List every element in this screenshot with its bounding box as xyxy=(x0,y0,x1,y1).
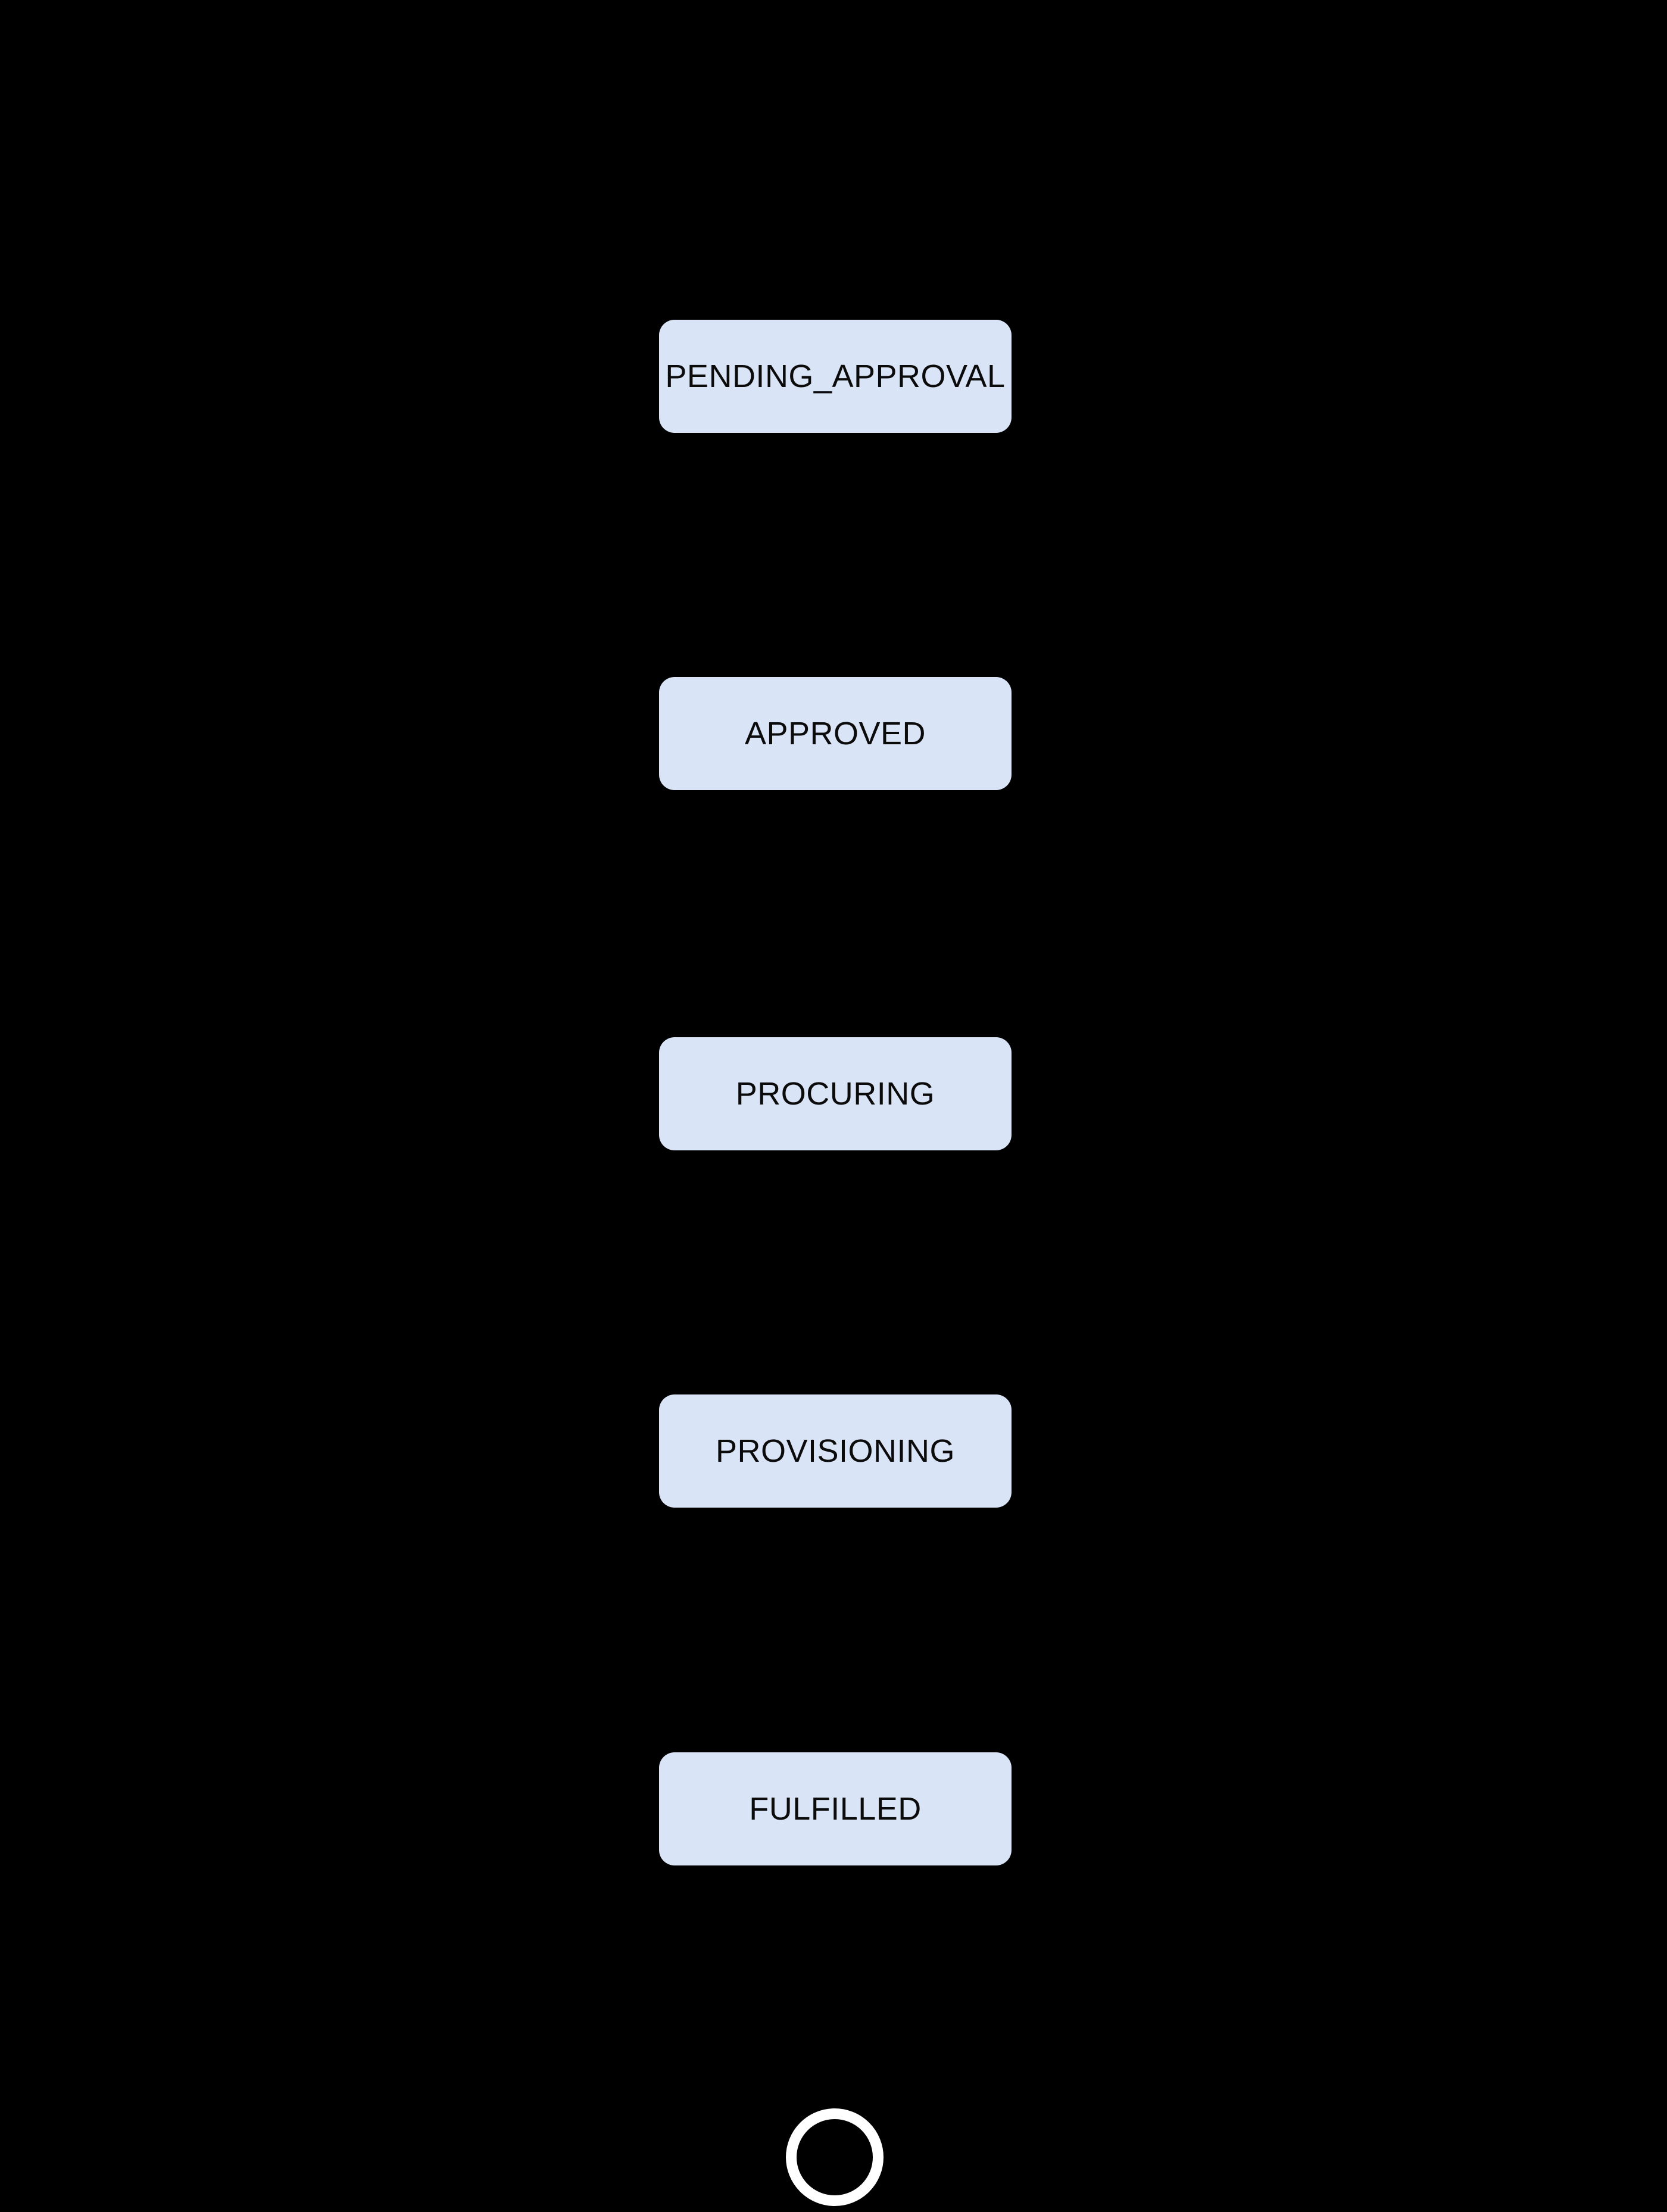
state-label-pending-approval: PENDING_APPROVAL xyxy=(665,358,1006,394)
state-node-provisioning: PROVISIONING xyxy=(659,1394,1012,1508)
state-node-pending-approval: PENDING_APPROVAL xyxy=(659,320,1012,433)
state-label-fulfilled: FULFILLED xyxy=(749,1791,922,1827)
state-node-fulfilled: FULFILLED xyxy=(659,1752,1012,1865)
state-node-approved: APPROVED xyxy=(659,677,1012,790)
final-state-ring-icon xyxy=(786,2108,884,2206)
state-node-procuring: PROCURING xyxy=(659,1037,1012,1150)
state-label-approved: APPROVED xyxy=(744,716,926,751)
state-label-provisioning: PROVISIONING xyxy=(715,1433,956,1469)
state-label-procuring: PROCURING xyxy=(735,1076,935,1112)
